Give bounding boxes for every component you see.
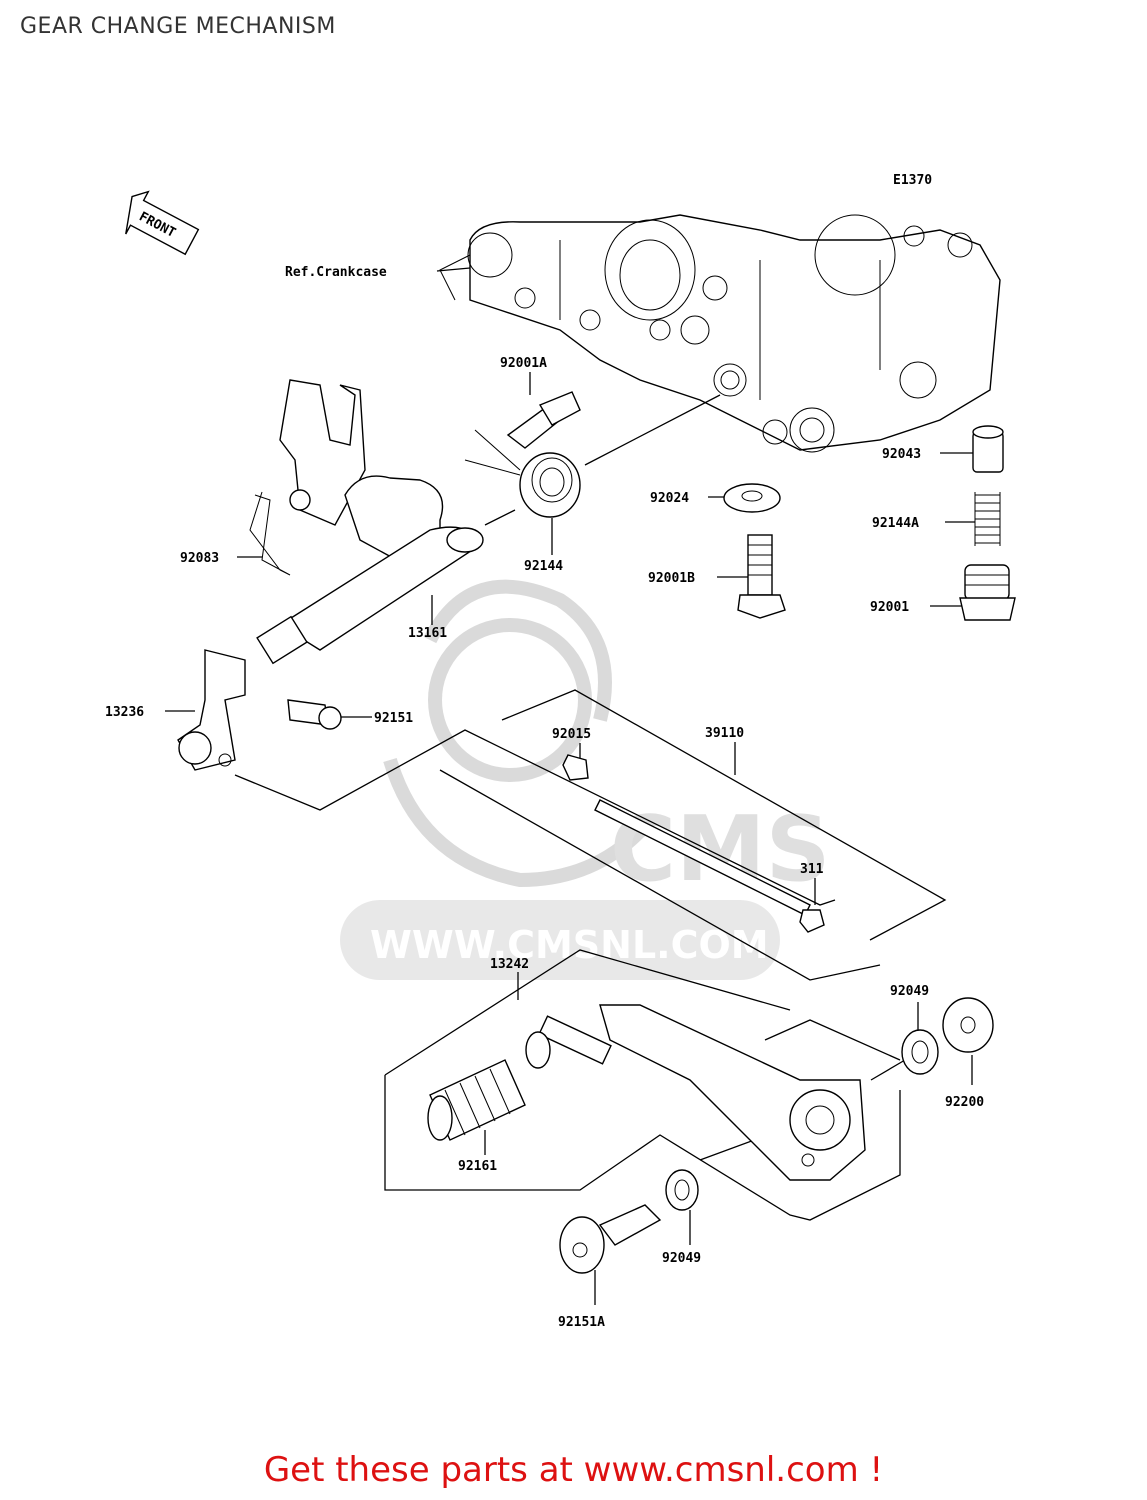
label-311: 311 — [800, 862, 824, 877]
ref-crankcase-label: Ref.Crankcase — [285, 265, 387, 280]
label-13242: 13242 — [490, 957, 529, 972]
watermark-logo: CMS — [610, 797, 830, 902]
cmsnl-watermark: CMS WWW.CMSNL.COM — [340, 579, 830, 980]
part-labels: E1370 Ref.Crankcase 92001A 92043 92024 9… — [105, 173, 984, 1330]
watermark-url: WWW.CMSNL.COM — [370, 923, 769, 967]
front-arrow-icon: FRONT — [125, 190, 200, 256]
washer-92200 — [942, 997, 994, 1053]
shift-pedal-13242 — [525, 1004, 866, 1181]
crankcase — [439, 214, 1001, 453]
label-92001: 92001 — [870, 600, 909, 615]
leader-lines — [165, 267, 975, 1305]
spring-92083 — [249, 491, 291, 576]
tie-rod-39110 — [562, 754, 825, 933]
label-13236: 13236 — [105, 705, 144, 720]
label-92083: 92083 — [180, 551, 219, 566]
spring-92144 — [464, 429, 581, 518]
label-13161: 13161 — [408, 626, 447, 641]
bolt-92001B — [737, 534, 786, 619]
label-92049-bottom: 92049 — [662, 1251, 701, 1266]
washer-92024 — [723, 483, 781, 513]
bolt-92151A — [559, 1204, 662, 1274]
label-39110: 39110 — [705, 726, 744, 741]
label-92144A: 92144A — [872, 516, 919, 531]
bolt-92151 — [287, 699, 342, 730]
pin-92043 — [972, 425, 1004, 473]
label-92024: 92024 — [650, 491, 689, 506]
washer-92049-b — [665, 1169, 699, 1211]
washer-92049-a — [901, 1029, 939, 1075]
diagram-code: E1370 — [893, 173, 932, 188]
spring-92144A — [974, 492, 1001, 546]
lever-13236 — [177, 649, 246, 771]
label-92151: 92151 — [374, 711, 413, 726]
label-92015: 92015 — [552, 727, 591, 742]
page-title: GEAR CHANGE MECHANISM — [20, 14, 336, 39]
label-92049-top: 92049 — [890, 984, 929, 999]
label-92144: 92144 — [524, 559, 563, 574]
label-92151A: 92151A — [558, 1315, 605, 1330]
label-92043: 92043 — [882, 447, 921, 462]
label-92001A: 92001A — [500, 356, 547, 371]
get-parts-link[interactable]: Get these parts at www.cmsnl.com ! — [263, 1450, 884, 1490]
label-92200: 92200 — [945, 1095, 984, 1110]
label-92001B: 92001B — [648, 571, 695, 586]
label-92161: 92161 — [458, 1159, 497, 1174]
plug-92001 — [959, 564, 1016, 621]
pedal-rubber-92161 — [427, 1059, 526, 1141]
shift-shaft-13161 — [256, 379, 484, 665]
bolt-92001A — [506, 391, 581, 449]
